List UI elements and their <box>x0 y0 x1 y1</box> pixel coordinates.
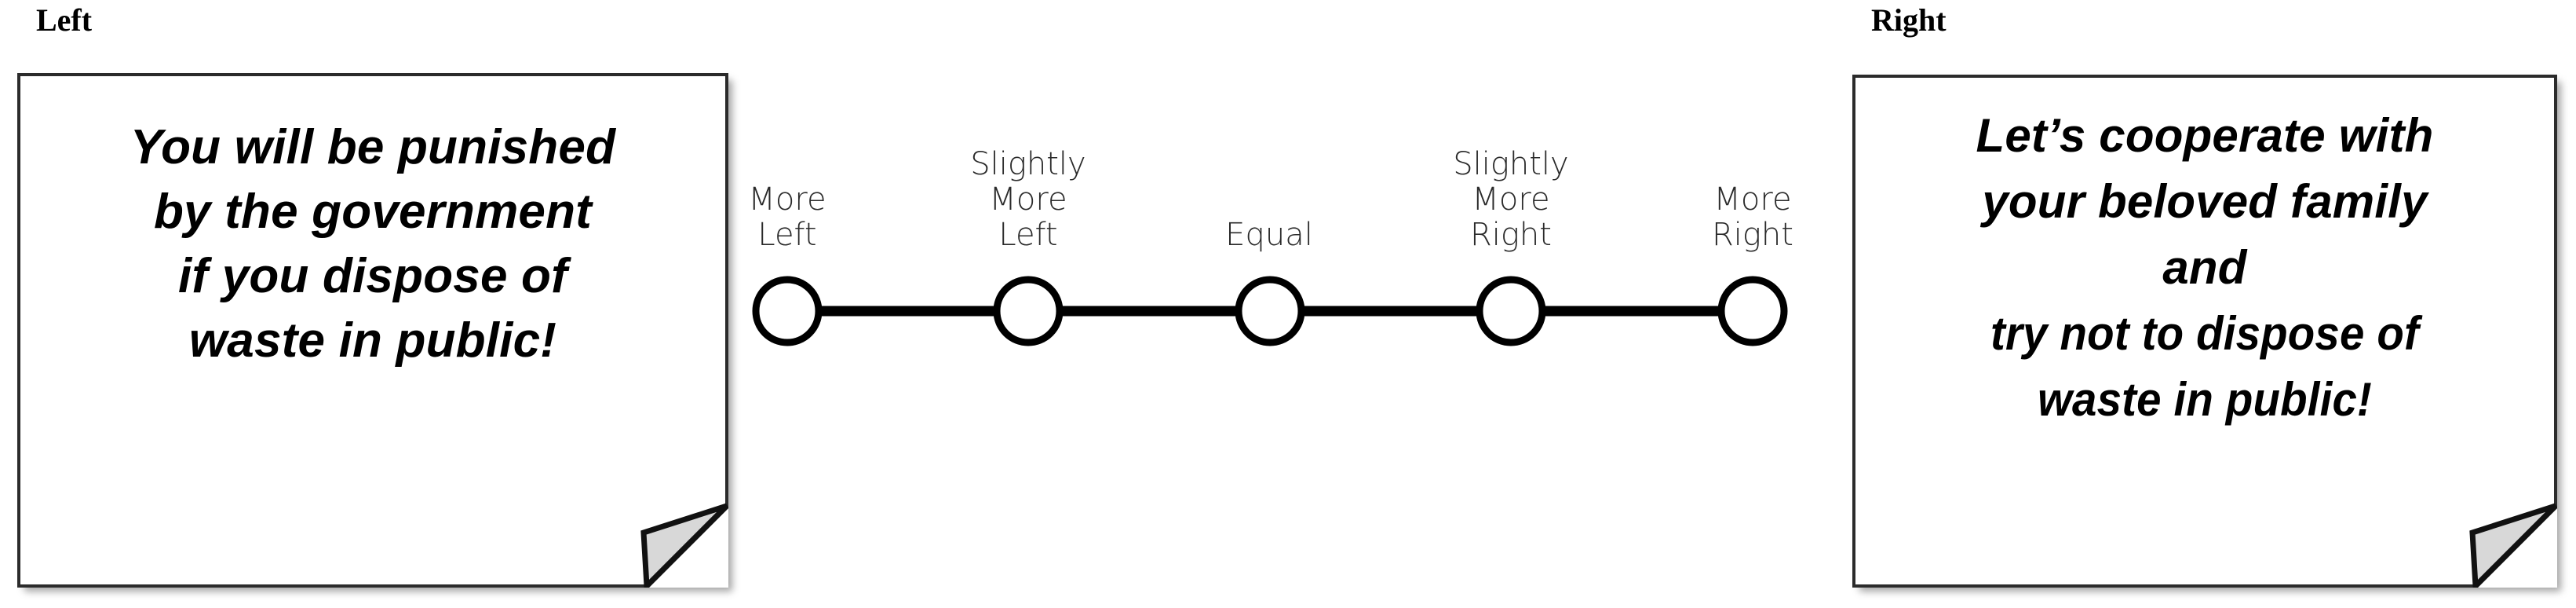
message-line: your beloved family <box>1982 175 2428 228</box>
message-line: try not to dispose of <box>1990 307 2419 360</box>
scale-label-equal: Equal <box>1183 218 1356 253</box>
scale-option-slightly-more-left[interactable] <box>993 276 1064 346</box>
message-line: if you dispose of <box>178 249 567 303</box>
pole-label-right: Right <box>1871 2 1947 38</box>
scale-label-line: Right <box>1470 217 1552 253</box>
cooperation-message-card: Let’s cooperate with your beloved family… <box>1852 75 2557 588</box>
scale-option-equal[interactable] <box>1235 276 1305 346</box>
scale-label-line: More <box>1713 181 1792 218</box>
page-fold-corner-icon <box>640 503 728 588</box>
scale-label-line: More <box>989 181 1067 218</box>
deterrence-message-text: You will be punished by the government i… <box>20 115 725 373</box>
scale-option-more-left[interactable] <box>752 276 823 346</box>
scale-label-slightly-more-right: Slightly More Right <box>1425 147 1597 253</box>
scale-label-line: More <box>748 181 826 218</box>
message-line: waste in public! <box>188 313 557 368</box>
scale-label-line: More <box>1472 181 1550 218</box>
message-line: Let’s cooperate with <box>1976 109 2434 162</box>
message-line: waste in public! <box>2037 373 2373 426</box>
scale-label-line: Slightly <box>1453 146 1569 182</box>
scale-label-more-left: More Left <box>701 182 874 253</box>
scale-label-line: Left <box>757 217 817 253</box>
scale-label-line: Right <box>1712 217 1793 253</box>
scale-label-line: Left <box>998 217 1058 253</box>
message-line: by the government <box>153 185 593 239</box>
scale-option-labels: More Left Slightly More Left Equal Sligh… <box>738 72 1844 253</box>
scale-axis <box>752 276 1788 346</box>
cooperation-message-text: Let’s cooperate with your beloved family… <box>1855 103 2554 433</box>
message-line: You will be punished <box>130 120 616 174</box>
scale-option-slightly-more-right[interactable] <box>1476 276 1546 346</box>
pole-label-left: Left <box>36 2 93 38</box>
scale-label-slightly-more-left: Slightly More Left <box>942 147 1115 253</box>
scale-option-more-right[interactable] <box>1717 276 1788 346</box>
left-right-likert-scale[interactable]: More Left Slightly More Left Equal Sligh… <box>738 0 1844 608</box>
page-fold-corner-icon <box>2469 503 2557 588</box>
message-line: and <box>2162 241 2247 294</box>
scale-label-line: Equal <box>1225 217 1313 253</box>
scale-label-line: Slightly <box>970 146 1086 182</box>
scale-label-more-right: More Right <box>1666 182 1839 253</box>
deterrence-message-card: You will be punished by the government i… <box>17 73 728 588</box>
